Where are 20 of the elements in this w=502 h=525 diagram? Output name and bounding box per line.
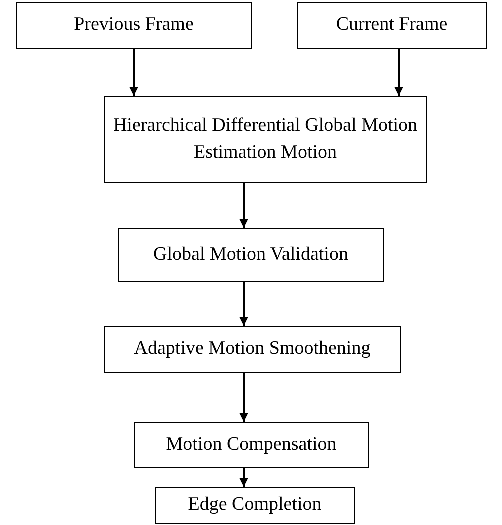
process-box bbox=[118, 228, 384, 282]
process-box bbox=[134, 422, 369, 468]
box-label: Motion Compensation bbox=[166, 432, 337, 457]
box-label: Adaptive Motion Smoothening bbox=[134, 337, 371, 362]
arrow bbox=[240, 468, 248, 487]
arrow bbox=[240, 183, 248, 228]
box-label: Hierarchical Differential Global Motion Estimation Motion bbox=[112, 114, 419, 164]
process-box bbox=[155, 487, 355, 524]
process-box bbox=[16, 2, 252, 49]
arrow bbox=[240, 373, 248, 422]
box-label: Global Motion Validation bbox=[154, 242, 348, 267]
process-box bbox=[297, 2, 487, 49]
box-label: Current Frame bbox=[336, 13, 448, 38]
arrow bbox=[394, 49, 404, 96]
process-box bbox=[104, 326, 401, 373]
arrow bbox=[240, 282, 248, 326]
arrow bbox=[130, 49, 138, 96]
box-label: Previous Frame bbox=[74, 13, 194, 38]
process-box bbox=[104, 96, 427, 183]
box-label: Edge Completion bbox=[188, 493, 322, 518]
